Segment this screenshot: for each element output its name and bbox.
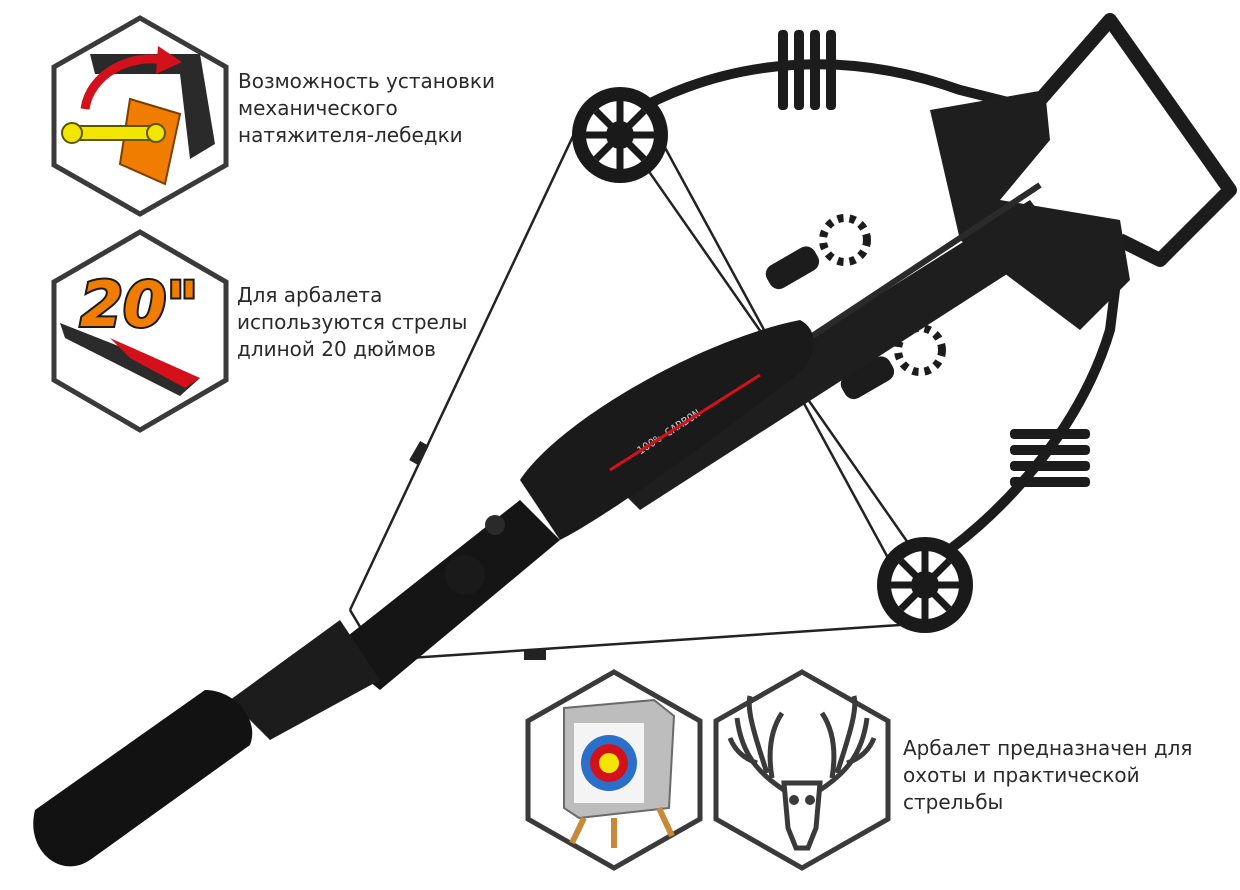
winch-bracket-graphic	[118, 97, 182, 186]
rotation-arrow-icon	[80, 54, 163, 110]
fore-grip	[520, 320, 814, 540]
hunting-feature-icon	[713, 669, 891, 871]
arrow-length-feature-icon: 20"	[51, 229, 229, 433]
deer-skull-icon	[727, 695, 877, 851]
caption-line: используются стрелы	[237, 310, 468, 334]
dampener-upper-limb	[778, 30, 836, 110]
caption-line: Арбалет предназначен для	[903, 736, 1193, 760]
caption-line: Возможность установки	[238, 69, 495, 93]
scope	[330, 500, 560, 690]
arrow-vane-red	[110, 338, 200, 388]
winch-feature-icon	[51, 15, 229, 217]
cable-dampener-2	[840, 324, 946, 400]
string-stopper-upper	[409, 440, 429, 466]
cable-dampener-1	[765, 214, 871, 290]
target-feature-icon	[525, 669, 703, 871]
target-stand-graphic	[569, 806, 675, 848]
winch-caption: Возможность установки механического натя…	[238, 68, 495, 149]
arrow-length-caption: Для арбалета используются стрелы длиной …	[237, 282, 467, 363]
scope-turret	[445, 555, 485, 595]
string-stopper-lower	[524, 650, 546, 660]
caption-line: механического	[238, 96, 398, 120]
purpose-caption: Арбалет предназначен для охоты и практич…	[903, 735, 1192, 816]
butt-pad	[33, 690, 253, 867]
lower-cam	[877, 537, 973, 633]
scope-turret-side	[485, 515, 505, 535]
dampener-lower-limb	[1010, 429, 1090, 487]
caption-line: Для арбалета	[237, 283, 383, 307]
caption-line: охоты и практической	[903, 763, 1140, 787]
winch-handle-knob	[61, 122, 83, 144]
arrow-shaft-graphic	[609, 373, 761, 472]
arrow-fletching-graphic	[60, 323, 200, 396]
upper-cam	[572, 87, 668, 183]
caption-line: натяжителя-лебедки	[238, 123, 463, 147]
target-ring-yellow	[599, 753, 619, 773]
stock	[230, 620, 380, 740]
upper-limb	[617, 59, 1042, 125]
caption-line: длиной 20 дюймов	[237, 337, 436, 361]
foot-stirrup	[1034, 13, 1237, 267]
hex-border	[713, 669, 891, 871]
caption-line: стрельбы	[903, 790, 1004, 814]
crossbow-frame-graphic	[90, 54, 215, 159]
length-badge: 20"	[80, 268, 199, 341]
